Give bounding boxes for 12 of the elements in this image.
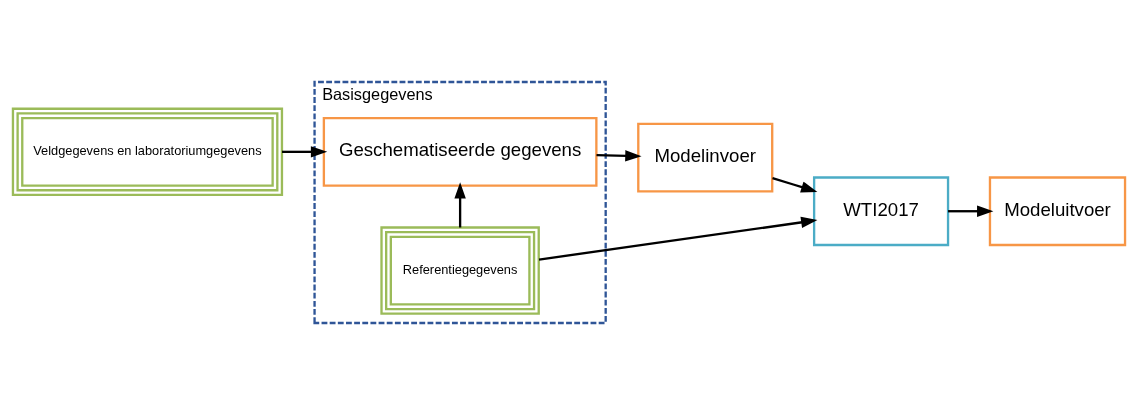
- node-box: Geschematiseerde gegevens: [322, 116, 598, 187]
- arrow: [772, 176, 818, 193]
- arrow: [596, 150, 642, 162]
- node-box: WTI2017: [812, 176, 950, 247]
- node-box: Referentiegegevens: [380, 226, 540, 315]
- arrow: [538, 216, 818, 261]
- node-box: Modelinvoer: [637, 122, 774, 193]
- node-box: Modeluitvoer: [988, 176, 1127, 247]
- arrow: [948, 205, 994, 217]
- arrow: [282, 146, 328, 158]
- node-box: Veldgegevens en laboratoriumgegevens: [11, 107, 284, 197]
- arrow: [454, 182, 466, 228]
